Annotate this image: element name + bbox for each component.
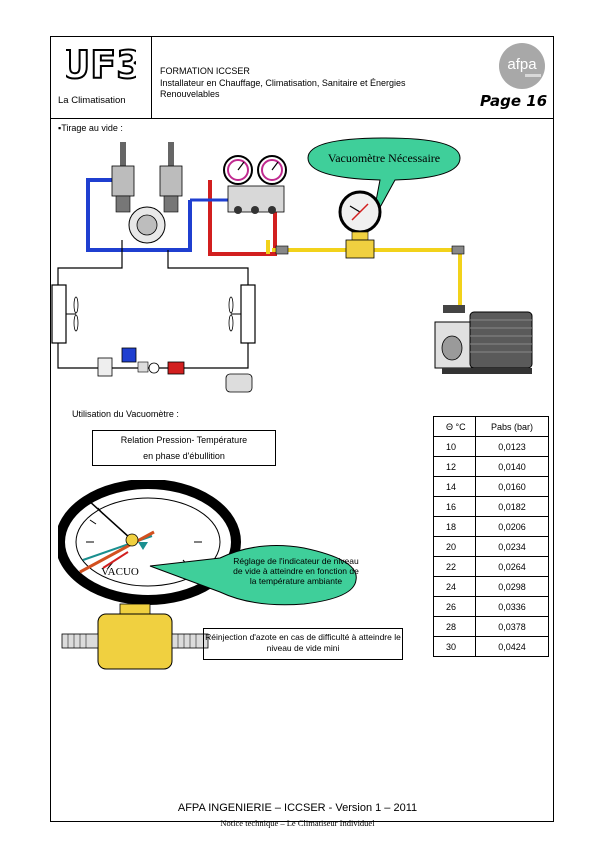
manifold-gauge-set (223, 155, 287, 214)
formation-subtitle: Installateur en Chauffage, Climatisation… (160, 78, 406, 88)
table-cell-pressure: 0,0378 (475, 616, 549, 637)
sight-glass (148, 362, 160, 374)
callout-bubble (307, 137, 461, 223)
vacuum-installation-diagram: Vacuomètre Nécessaire (51, 137, 533, 393)
relation-line-1: Relation Pression- Température (120, 435, 248, 445)
table-cell-temp: 12 (433, 456, 476, 477)
table-cell-pressure: 0,0234 (475, 536, 549, 557)
table-cell-temp: 16 (433, 496, 476, 517)
condenser-coil (228, 284, 256, 344)
evaporator-coil (51, 284, 79, 344)
table-cell-temp: 28 (433, 616, 476, 637)
circuit-line-right (167, 250, 249, 288)
table-cell-pressure: 0,0140 (475, 456, 549, 477)
table-header-row: Θ °C Pabs (bar) (433, 416, 549, 437)
service-valve-left (111, 142, 135, 213)
vacuometer (338, 190, 382, 259)
indicator-needle (79, 530, 155, 574)
table-cell-temp: 24 (433, 576, 476, 597)
filter-drier (167, 361, 185, 375)
header-divider-vertical (151, 36, 152, 118)
reglage-text: Réglage de l'indicateur de niveau de vid… (233, 556, 359, 586)
gauge-label: VACUO (101, 566, 139, 578)
service-valve-right (159, 142, 183, 213)
table-cell-pressure: 0,0298 (475, 576, 549, 597)
red-pipe (208, 180, 277, 256)
table-cell-temp: 18 (433, 516, 476, 537)
reglage-callout (149, 545, 357, 606)
section-title: ▪Tirage au vide : (58, 123, 123, 133)
page-frame (50, 36, 554, 822)
relation-box: Relation Pression- Température en phase … (92, 430, 276, 466)
table-header-pressure: Pabs (bar) (475, 416, 549, 437)
table-cell-pressure: 0,0123 (475, 436, 549, 457)
table-cell-pressure: 0,0182 (475, 496, 549, 517)
table-cell-pressure: 0,0264 (475, 556, 549, 577)
afpa-logo: afpa (499, 43, 545, 89)
uf3-logo: UF3 (66, 42, 136, 86)
capillary (97, 357, 113, 377)
footer-title: AFPA INGENIERIE – ICCSER - Version 1 – 2… (177, 802, 418, 814)
formation-title: FORMATION ICCSER (160, 66, 250, 76)
header-divider-horizontal (50, 118, 554, 119)
table-cell-temp: 30 (433, 636, 476, 657)
section-title-text: Tirage au vide : (61, 123, 123, 133)
module-name: La Climatisation (58, 95, 126, 106)
yellow-pipe (272, 248, 462, 310)
vacuometer-detail: VACUO (58, 480, 357, 670)
table-cell-pressure: 0,0336 (475, 596, 549, 617)
table-cell-temp: 20 (433, 536, 476, 557)
table-cell-pressure: 0,0206 (475, 516, 549, 537)
blue-pipe (86, 178, 192, 252)
table-cell-temp: 22 (433, 556, 476, 577)
circuit-line-left (57, 240, 123, 369)
liquid-receiver (225, 373, 253, 393)
formation-subtitle-2: Renouvelables (160, 89, 220, 99)
table-cell-temp: 10 (433, 436, 476, 457)
reinjection-text: Réinjection d'azote en cas de difficulté… (205, 632, 401, 653)
callout-text: Vacuomètre Nécessaire (328, 151, 440, 165)
uf3-logo-text: UF3 (66, 43, 136, 86)
gauge-body (97, 613, 173, 670)
reinjection-box: Réinjection d'azote en cas de difficulté… (203, 628, 403, 660)
vacuum-pump (434, 305, 533, 374)
solenoid-valve (121, 347, 137, 363)
relation-line-2: en phase d'ébullition (143, 451, 225, 461)
page-number: Page 16 (480, 92, 548, 110)
footer-subtitle: Notice technique – Le Climatiseur Indivi… (220, 818, 375, 828)
table-cell-temp: 14 (433, 476, 476, 497)
table-cell-temp: 26 (433, 596, 476, 617)
table-cell-pressure: 0,0160 (475, 476, 549, 497)
table-cell-pressure: 0,0424 (475, 636, 549, 657)
usage-title: Utilisation du Vacuomètre : (72, 409, 179, 419)
afpa-logo-text: afpa (507, 56, 537, 73)
table-header-temp: Θ °C (433, 416, 476, 437)
